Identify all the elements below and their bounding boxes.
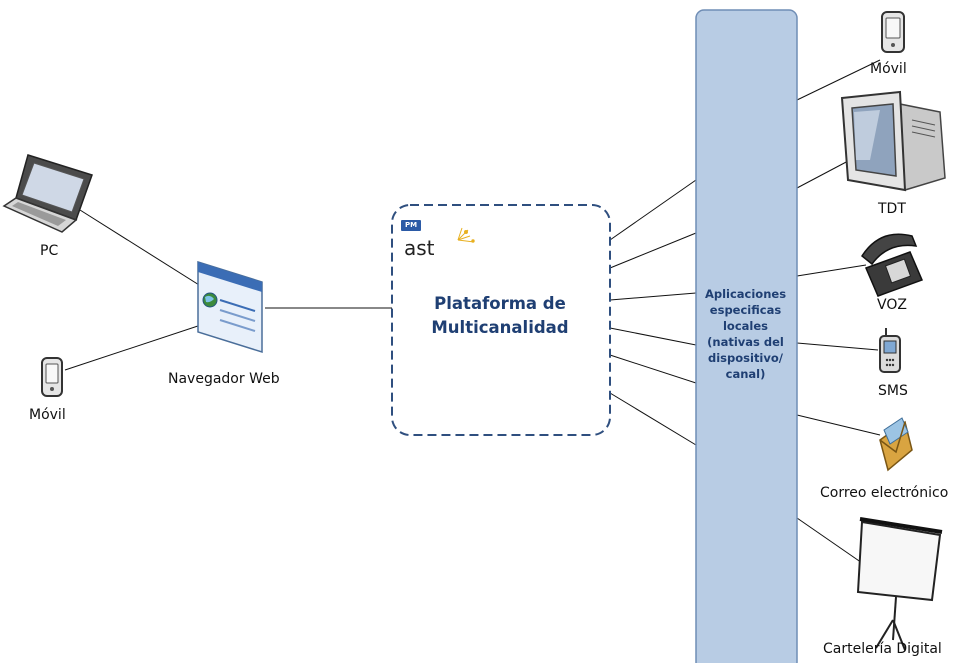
envelope-icon — [879, 417, 913, 472]
connector-platform-bar-2 — [609, 232, 697, 269]
label-movil-right: Móvil — [870, 61, 907, 77]
ast-logo: ast — [404, 236, 435, 260]
apps-bar-line: (nativas del — [707, 335, 784, 349]
web-browser-icon — [197, 260, 263, 354]
platform-title-line1: Plataforma de — [434, 294, 566, 313]
connector-bar-signage — [796, 517, 866, 566]
label-browser: Navegador Web — [168, 371, 280, 387]
applications-bar-label: Aplicaciones especificas locales (nativa… — [697, 286, 794, 382]
connector-bar-movil — [796, 59, 881, 101]
apps-bar-line: Aplicaciones — [704, 287, 787, 301]
connector-pc-browser — [79, 209, 216, 296]
mobile-phone-right-icon — [881, 11, 905, 53]
label-pc: PC — [40, 243, 59, 259]
connector-bar-voz — [796, 264, 867, 277]
connector-platform-bar-5 — [609, 354, 697, 384]
label-tdt: TDT — [878, 201, 906, 217]
label-signage: Cartelería Digital — [823, 641, 942, 657]
label-email: Correo electrónico — [820, 485, 949, 501]
connector-bar-sms — [796, 342, 879, 351]
label-movil-left: Móvil — [29, 407, 66, 423]
applications-bar — [695, 9, 798, 663]
connector-platform-bar-4 — [609, 327, 697, 346]
connector-platform-bar-1 — [609, 179, 697, 241]
label-sms: SMS — [878, 383, 908, 399]
connector-bar-email — [796, 414, 881, 436]
apps-bar-line: locales — [722, 319, 768, 333]
ast-sparkle-icon — [457, 227, 475, 243]
platform-box — [391, 204, 611, 436]
telephone-icon — [861, 233, 924, 297]
label-voz: VOZ — [877, 297, 907, 313]
mobile-phone-left-icon — [41, 357, 63, 397]
pm-badge: PM — [401, 220, 421, 231]
projection-screen-icon — [856, 517, 943, 651]
apps-bar-line: canal) — [725, 367, 766, 381]
platform-title-line2: Multicanalidad — [431, 318, 569, 337]
platform-title: Plataforma de Multicanalidad — [392, 292, 608, 340]
connector-movil-browser — [64, 317, 223, 371]
apps-bar-line: especificas — [709, 303, 782, 317]
apps-bar-line: dispositivo/ — [708, 351, 783, 365]
television-icon — [840, 90, 946, 192]
connector-platform-bar-6 — [609, 392, 697, 446]
sms-phone-icon — [879, 328, 901, 373]
connector-platform-bar-3 — [609, 292, 697, 301]
laptop-icon — [2, 154, 93, 233]
connector-bar-tdt — [796, 159, 851, 189]
